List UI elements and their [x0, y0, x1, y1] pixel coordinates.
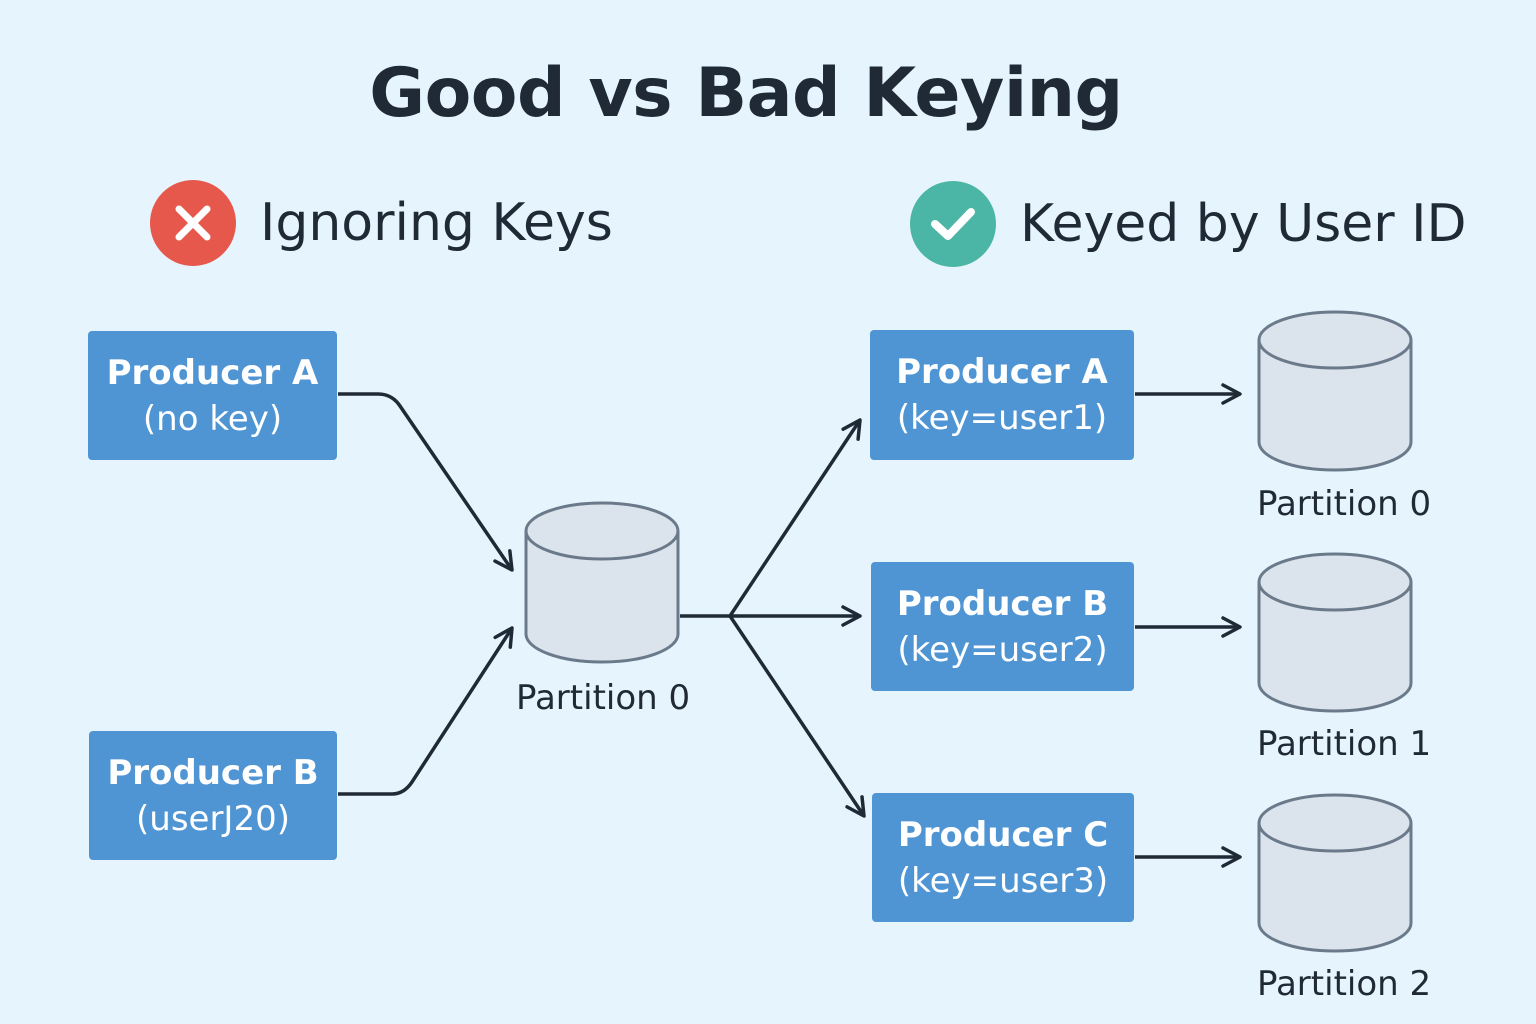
good-partition-cylinder-2	[1257, 793, 1413, 953]
producer-name: Producer B	[896, 583, 1109, 624]
producer-name: Producer B	[107, 752, 319, 793]
bad-section-title: Ignoring Keys	[260, 193, 613, 253]
bad-producer-b: Producer B (userJ20)	[89, 731, 337, 860]
arrow-bad-b-to-partition	[338, 626, 514, 796]
producer-key: (userJ20)	[136, 798, 290, 839]
diagram-title: Good vs Bad Keying	[369, 54, 1123, 133]
good-producer-a: Producer A (key=user1)	[870, 330, 1134, 460]
producer-name: Producer A	[106, 352, 319, 393]
cross-icon	[150, 180, 236, 266]
bad-partition-cylinder	[524, 501, 680, 664]
producer-name: Producer C	[897, 814, 1109, 855]
producer-key: (key=user1)	[896, 398, 1108, 438]
good-partition-label-2: Partition 2	[1257, 964, 1432, 1004]
producer-name: Producer A	[896, 352, 1108, 392]
checkmark-icon	[910, 181, 996, 267]
producer-key: (no key)	[142, 398, 283, 439]
good-section-heading: Keyed by User ID	[910, 179, 1467, 269]
bad-section-heading: Ignoring Keys	[150, 178, 613, 268]
good-producer-b: Producer B (key=user2)	[871, 562, 1134, 691]
bad-partition-label: Partition 0	[516, 678, 691, 718]
good-partition-cylinder-0	[1257, 310, 1413, 472]
arrow-bad-a-to-partition	[338, 392, 514, 572]
good-producer-c: Producer C (key=user3)	[872, 793, 1134, 922]
bad-producer-a: Producer A (no key)	[88, 331, 337, 460]
good-partition-label-1: Partition 1	[1257, 724, 1432, 764]
producer-key: (key=user2)	[897, 629, 1108, 670]
good-section-title: Keyed by User ID	[1020, 194, 1467, 254]
arrow-fan-to-c	[728, 615, 866, 818]
arrow-fan-to-a	[680, 418, 862, 618]
producer-key: (key=user3)	[897, 860, 1109, 901]
good-partition-cylinder-1	[1257, 552, 1413, 713]
good-partition-label-0: Partition 0	[1257, 484, 1432, 524]
